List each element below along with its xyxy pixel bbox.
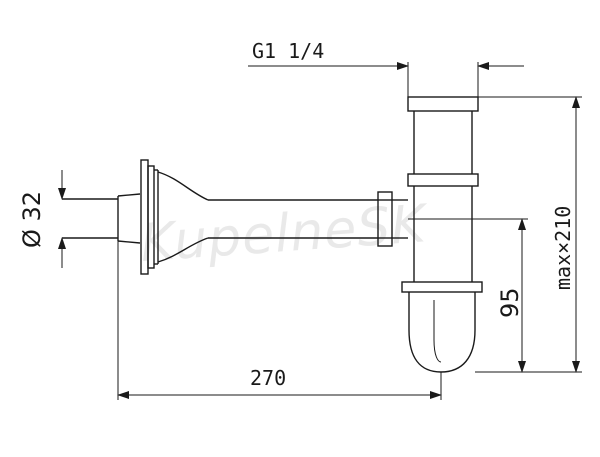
wall-rosette [140,159,209,275]
tube-nut [377,191,408,247]
outlet-pipe [62,193,141,244]
dimension-outlet-height: 95 [408,218,528,373]
trap-cup [401,281,483,373]
length-label: 270 [250,366,286,390]
thread-label: G1 1/4 [252,39,324,63]
max-height-label: max×210 [551,206,575,290]
horizontal-tube [208,199,378,239]
diameter-label: Ø 32 [18,191,46,248]
dimension-thread: G1 1/4 [248,39,524,97]
inlet-body [407,96,479,282]
outlet-height-label: 95 [496,287,524,318]
dimension-length: 270 [117,241,442,400]
dimension-diameter: Ø 32 [18,170,66,268]
watermark: KupelneSK [139,194,432,274]
dimension-max-height: max×210 [478,96,582,373]
